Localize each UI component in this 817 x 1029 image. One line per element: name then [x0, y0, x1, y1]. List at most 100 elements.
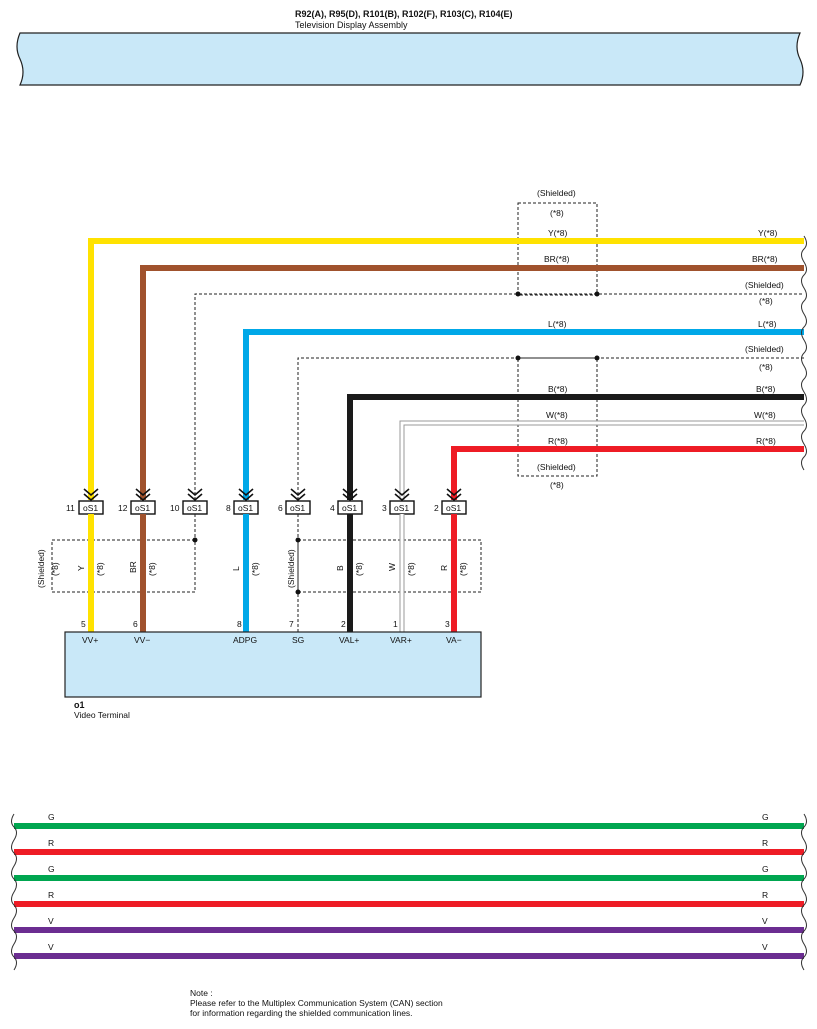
connector-label: oS1 [342, 503, 357, 513]
splice-dot [594, 291, 600, 297]
break-mark-left [11, 813, 17, 971]
shield-note-lower: (*8) [550, 480, 564, 490]
terminal-pin-label: SG [292, 635, 304, 645]
connector-label: oS1 [394, 503, 409, 513]
wire-label-right-b: B(*8) [756, 384, 776, 394]
connector-label: oS1 [238, 503, 253, 513]
shield-note-top: (*8) [550, 208, 564, 218]
television-display-assembly-panel [16, 32, 804, 86]
wire-brown [140, 265, 804, 500]
terminal-id: o1 [74, 700, 85, 710]
shield-box-audio [297, 539, 482, 593]
terminal-pin-number: 6 [133, 619, 138, 629]
shield-label-right-1: (Shielded) [745, 280, 784, 290]
connector-pin-number: 4 [330, 503, 335, 513]
vertical-label-br: BR [128, 561, 138, 573]
vertical-label-r: R [439, 565, 449, 571]
splice-dot [515, 291, 521, 297]
wire-label-mid-b: B(*8) [548, 384, 568, 394]
bottom-wire-label-left: V [48, 916, 54, 926]
splice-dot [295, 589, 301, 595]
note-line-2: for information regarding the shielded c… [190, 1008, 413, 1018]
connector-pin-number: 6 [278, 503, 283, 513]
terminal-pin-number: 8 [237, 619, 242, 629]
terminal-pin-label: VAR+ [390, 635, 412, 645]
vertical-note-w: (*8) [406, 562, 416, 576]
terminal-pin-number: 2 [341, 619, 346, 629]
bottom-wire-label-right: G [762, 864, 769, 874]
vertical-note-b: (*8) [354, 562, 364, 576]
break-mark-right [801, 813, 807, 971]
shield-label-lower: (Shielded) [537, 462, 576, 472]
chevron-icon [83, 488, 462, 502]
bottom-wire-label-right: G [762, 812, 769, 822]
vertical-note-l: (*8) [250, 562, 260, 576]
connector-label: oS1 [187, 503, 202, 513]
shield-note-right-1: (*8) [759, 296, 773, 306]
video-terminal-box [64, 631, 482, 698]
header-subtitle: Television Display Assembly [295, 20, 408, 30]
vertical-note-r: (*8) [458, 562, 468, 576]
note-line-1: Please refer to the Multiplex Communicat… [190, 998, 443, 1008]
connector-pin-number: 10 [170, 503, 180, 513]
break-mark-right [801, 235, 807, 471]
wire-black [347, 394, 804, 500]
terminal-pin-label: VV− [134, 635, 150, 645]
wire-label-right-r: R(*8) [756, 436, 776, 446]
vertical-label-b: B [335, 565, 345, 571]
connector-os1: oS1 oS1 oS1 oS1 oS1 oS1 oS1 oS1 11 12 10… [66, 488, 467, 515]
shield-label-vertical: (Shielded) [36, 549, 46, 588]
connector-pin-number: 11 [66, 503, 75, 513]
wire-label-mid-w: W(*8) [546, 410, 568, 420]
wire-red [451, 446, 804, 500]
connector-pin-number: 12 [118, 503, 128, 513]
shield-label-top: (Shielded) [537, 188, 576, 198]
vertical-label-w: W [387, 563, 397, 571]
connector-label: oS1 [83, 503, 98, 513]
terminal-name: Video Terminal [74, 710, 130, 720]
bottom-wire-label-left: R [48, 838, 54, 848]
shield-box-video [51, 539, 196, 593]
bottom-wire-label-left: R [48, 890, 54, 900]
wire-yellow [88, 238, 804, 500]
bottom-wire-label-right: R [762, 838, 768, 848]
bottom-wire-label-right: V [762, 942, 768, 952]
terminal-pin-label: VA− [446, 635, 462, 645]
wire-label-right-br: BR(*8) [752, 254, 778, 264]
wire-label-mid-l: L(*8) [548, 319, 567, 329]
drain-line-2 [297, 357, 804, 500]
bottom-wire-label-left: G [48, 812, 55, 822]
wire-label-right-w: W(*8) [754, 410, 776, 420]
terminal-pin-number: 5 [81, 619, 86, 629]
splice-dot [192, 537, 198, 543]
shield-note-vertical: (*8) [50, 562, 60, 576]
terminal-pin-label: ADPG [233, 635, 257, 645]
terminal-pin-number: 1 [393, 619, 398, 629]
vertical-note-y: (*8) [95, 562, 105, 576]
wire-blue [243, 329, 804, 500]
connector-pin-number: 2 [434, 503, 439, 513]
wire-label-mid-y: Y(*8) [548, 228, 568, 238]
wire-white [399, 420, 804, 500]
header-title: R92(A), R95(D), R101(B), R102(F), R103(C… [295, 9, 513, 19]
shield-label-vertical: (Shielded) [286, 549, 296, 588]
vertical-label-y: Y [76, 565, 86, 571]
terminal-pin-number: 3 [445, 619, 450, 629]
shield-box-lower [517, 357, 598, 477]
splice-dot [594, 355, 600, 361]
bottom-wire-label-right: V [762, 916, 768, 926]
note-heading: Note : [190, 988, 213, 998]
wire-white-core [400, 421, 804, 500]
vertical-note-br: (*8) [147, 562, 157, 576]
wire-label-right-y: Y(*8) [758, 228, 778, 238]
connector-label: oS1 [135, 503, 150, 513]
shield-box-upper [517, 202, 598, 296]
connector-label: oS1 [290, 503, 305, 513]
splice-dot [295, 537, 301, 543]
connector-pin-number: 8 [226, 503, 231, 513]
shield-note-right-2: (*8) [759, 362, 773, 372]
bottom-wire-label-right: R [762, 890, 768, 900]
connector-pin-number: 3 [382, 503, 387, 513]
wire-label-mid-br: BR(*8) [544, 254, 570, 264]
